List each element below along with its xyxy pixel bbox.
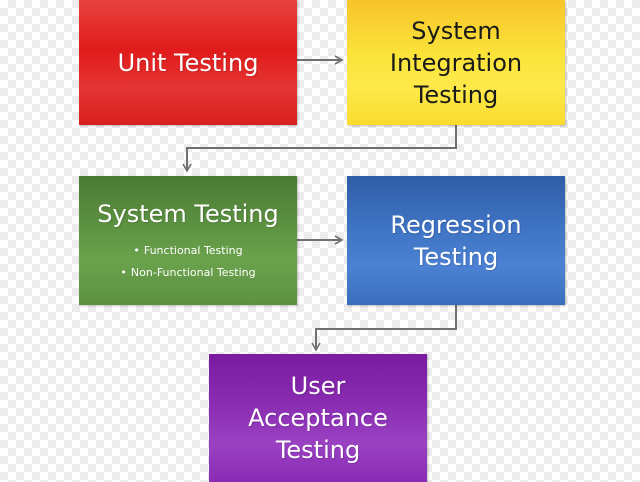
arrow-regression-to-uat bbox=[311, 305, 457, 352]
system-testing-box: System Testing •Functional Testing •Non-… bbox=[79, 176, 297, 305]
system-integration-testing-label: System Integration Testing bbox=[389, 16, 523, 109]
user-acceptance-testing-box: User Acceptance Testing bbox=[209, 354, 427, 482]
unit-testing-box: Unit Testing bbox=[79, 0, 297, 125]
system-integration-testing-box: System Integration Testing bbox=[347, 0, 565, 125]
bullet-non-functional-testing: •Non-Functional Testing bbox=[120, 262, 255, 284]
regression-testing-box: Regression Testing bbox=[347, 176, 565, 305]
bullet-functional-testing-label: Functional Testing bbox=[143, 244, 243, 257]
unit-testing-label: Unit Testing bbox=[117, 48, 259, 77]
arrow-integration-to-system bbox=[182, 125, 457, 173]
regression-testing-label: Regression Testing bbox=[390, 210, 522, 271]
bullet-dot-icon: • bbox=[133, 244, 140, 257]
bullet-dot-icon: • bbox=[120, 266, 127, 279]
system-testing-label: System Testing bbox=[97, 200, 279, 228]
bullet-functional-testing: •Functional Testing bbox=[120, 240, 255, 262]
system-testing-bullet-list: •Functional Testing •Non-Functional Test… bbox=[120, 240, 255, 284]
bullet-non-functional-testing-label: Non-Functional Testing bbox=[130, 266, 256, 279]
user-acceptance-testing-label: User Acceptance Testing bbox=[248, 372, 388, 464]
